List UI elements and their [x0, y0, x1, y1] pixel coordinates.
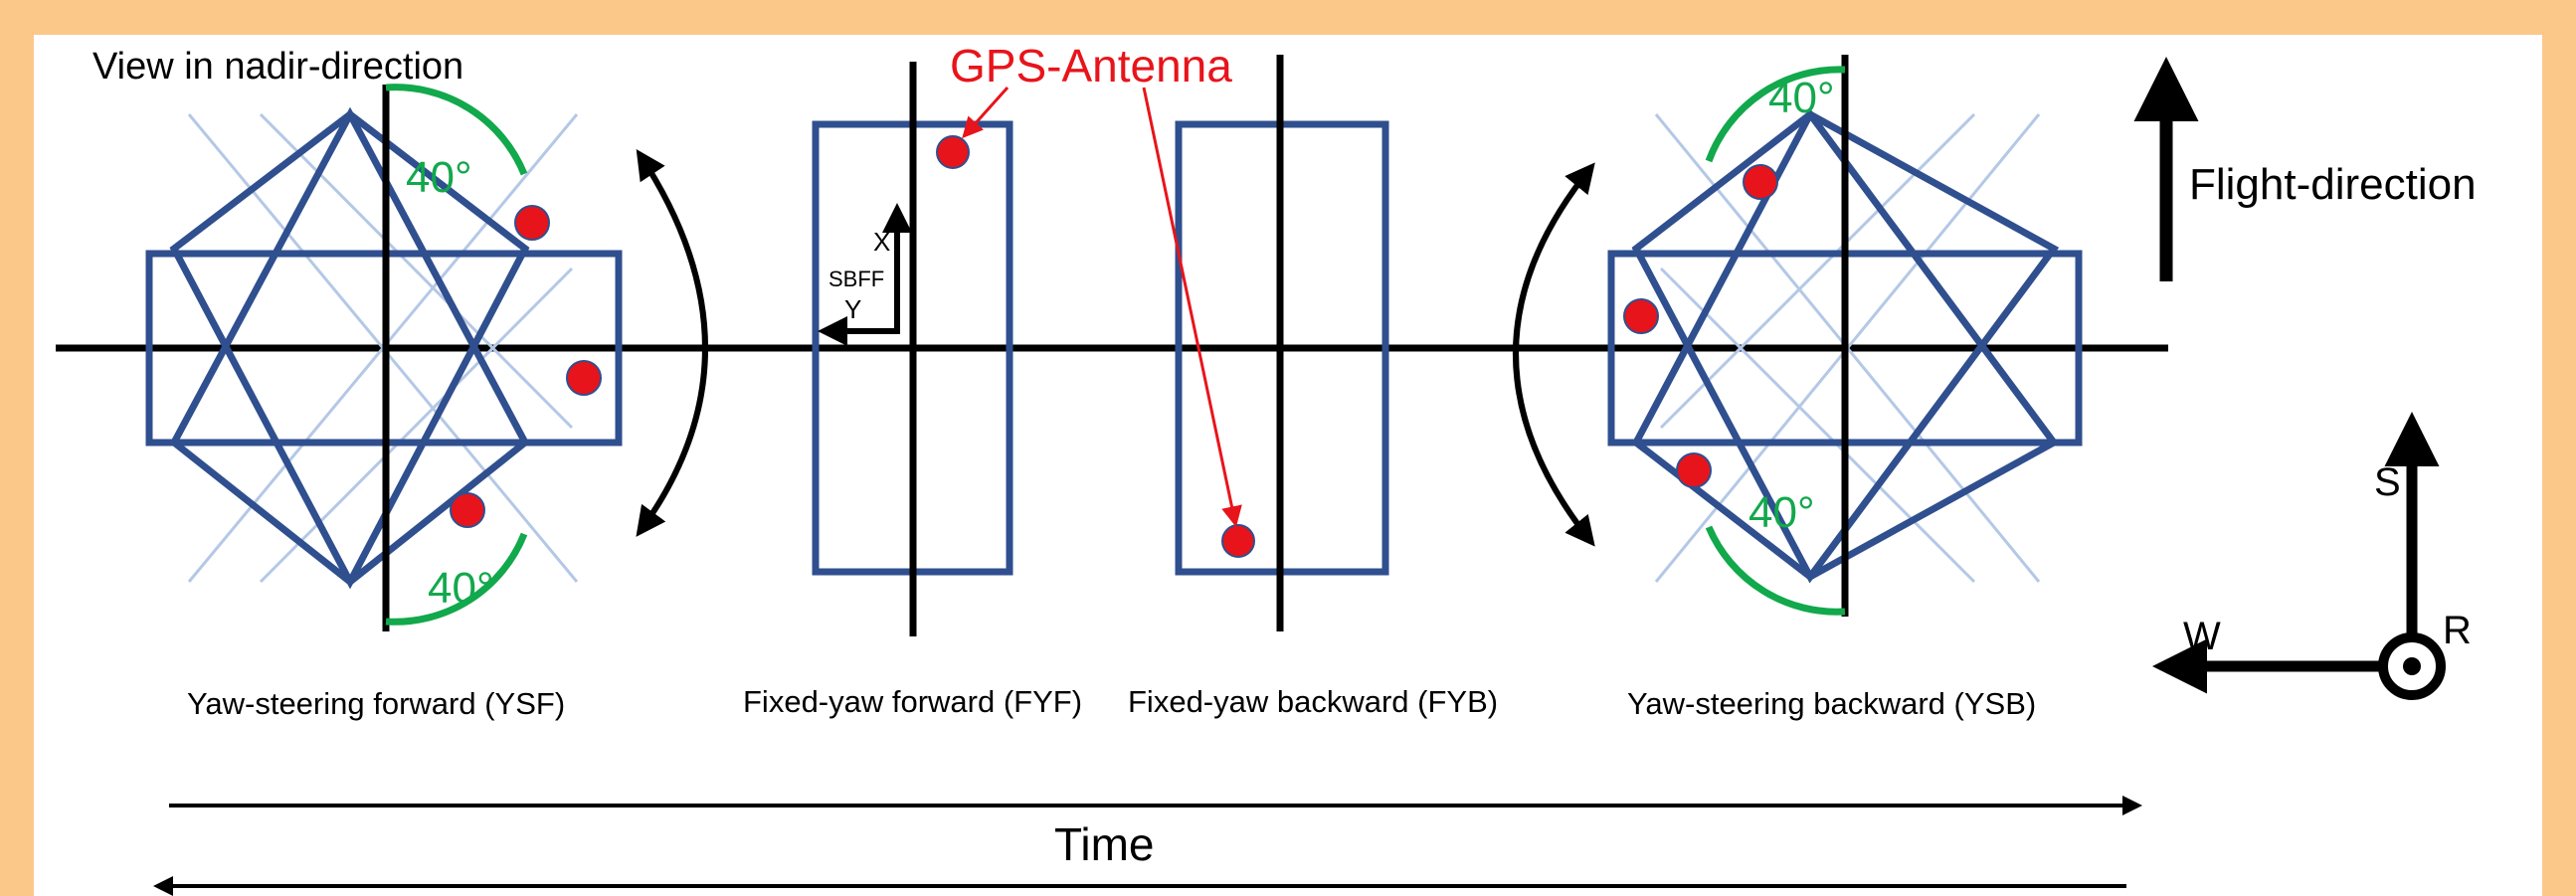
rotation-arrow-left — [636, 148, 708, 537]
ysb-wings — [1631, 107, 2060, 584]
sbff-axes: X SBFF Y — [818, 203, 912, 346]
mode-label-ysb: Yaw-steering backward (YSB) — [1627, 686, 2036, 721]
flight-direction: Flight-direction — [2133, 57, 2477, 281]
ysf-gps-dot-3 — [450, 492, 485, 528]
ysb-angle-label-bottom: 40° — [1748, 488, 1815, 537]
ysb-gps-dot-1 — [1743, 164, 1778, 200]
fyf-diagram: X SBFF Y — [812, 62, 1013, 636]
rotation-arrow-right — [1513, 162, 1595, 547]
mode-label-fyb: Fixed-yaw backward (FYB) — [1128, 684, 1498, 719]
ysb-gps-dot-2 — [1623, 298, 1659, 334]
compass-w-label: W — [2183, 615, 2221, 658]
gps-pointer-fyf — [962, 86, 1010, 139]
view-title: View in nadir-direction — [92, 46, 463, 88]
mode-label-fyf: Fixed-yaw forward (FYF) — [743, 684, 1082, 719]
compass: S W R — [2152, 412, 2472, 700]
ysb-angle-arc-top — [1705, 66, 1846, 163]
ysb-gps-dot-3 — [1676, 452, 1712, 488]
ysf-angle-arc-bottom — [385, 532, 528, 626]
ysf-gps-dot-2 — [566, 360, 602, 396]
compass-r-dot — [2403, 657, 2421, 675]
sbff-name-label: SBFF — [828, 267, 884, 291]
flight-direction-label: Flight-direction — [2189, 160, 2477, 209]
figure-panel — [34, 35, 2542, 896]
mode-label-ysf: Yaw-steering forward (YSF) — [187, 686, 565, 721]
ysf-angle-label-top: 40° — [406, 153, 472, 202]
ysf-angle-label-bottom: 40° — [428, 564, 494, 613]
time-label: Time — [1054, 818, 1155, 870]
gps-antenna-label: GPS-Antenna — [950, 40, 1232, 91]
ysf-gps-dot-1 — [514, 205, 550, 241]
fyb-gps-dot — [1221, 524, 1255, 558]
ysf-diagram: 40° 40° — [145, 84, 623, 631]
compass-s-label: S — [2374, 460, 2401, 504]
ysf-angle-arc-top — [385, 84, 528, 176]
gps-pointer-fyb — [1142, 87, 1242, 528]
ysb-diagram: 40° 40° — [1607, 55, 2083, 617]
ysf-wings — [169, 106, 530, 590]
sbff-y-label: Y — [844, 294, 861, 324]
ysb-angle-arc-bottom — [1705, 525, 1846, 616]
sbff-x-label: X — [873, 227, 890, 257]
compass-r-label: R — [2443, 609, 2472, 652]
fyf-gps-dot — [936, 135, 970, 169]
ysb-angle-label-top: 40° — [1768, 74, 1835, 122]
fyb-diagram — [1175, 55, 1389, 631]
time-axis: Time — [153, 796, 2142, 896]
